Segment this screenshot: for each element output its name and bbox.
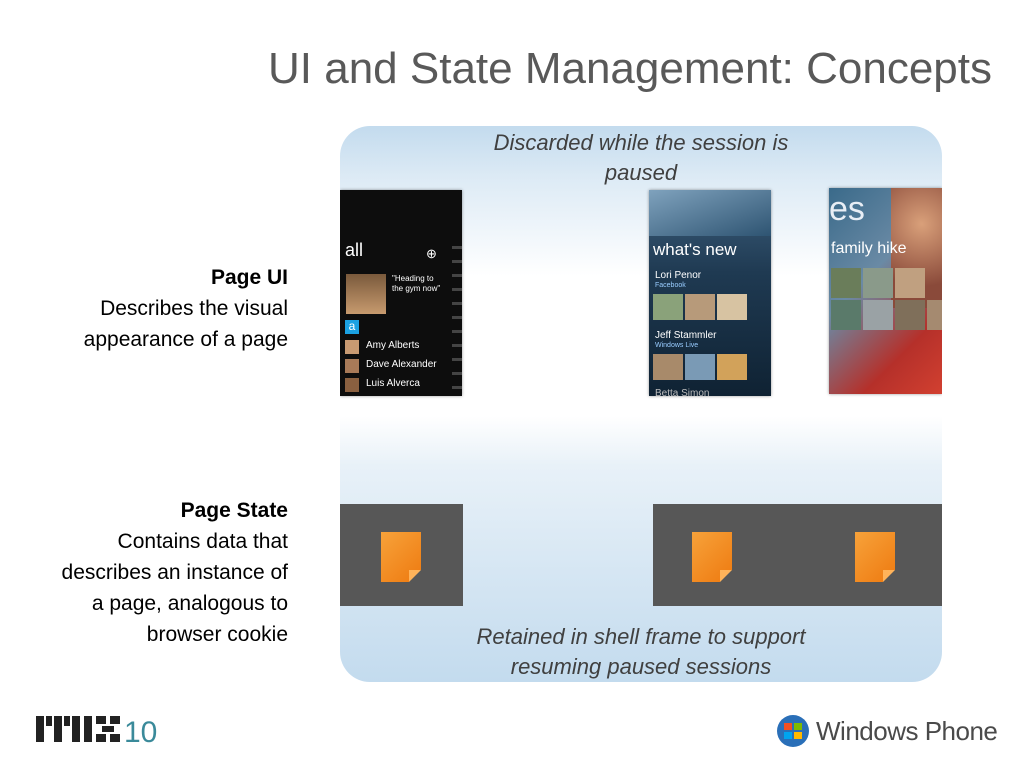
photo-tile (685, 354, 715, 380)
retained-caption-line: resuming paused sessions (510, 654, 772, 679)
phone-screenshot-people: all ⊕ "Heading to the gym now" a Amy Alb… (340, 190, 462, 396)
add-icon: ⊕ (426, 246, 437, 261)
page-ui-line: appearance of a page (83, 328, 288, 351)
feed-name: Lori Penor (655, 270, 702, 281)
photo-tile (927, 300, 942, 330)
page-state-line: browser cookie (146, 623, 288, 646)
photo-tile (863, 268, 893, 298)
avatar (345, 378, 359, 392)
page-state-line: Contains data that (117, 530, 288, 553)
phone-screenshot-pictures: es family hike (829, 188, 942, 394)
page-state-line: describes an instance of (61, 561, 288, 584)
session-diagram-panel: Discarded while the session is paused al… (340, 126, 942, 682)
whats-new-header: what's new (653, 240, 737, 259)
page-ui-heading: Page UI (210, 266, 288, 289)
page-state-document-icon (381, 532, 421, 582)
photo-tile (717, 354, 747, 380)
pictures-header: es (829, 190, 865, 228)
mix10-logo: 10 (34, 712, 184, 749)
feed-name-truncated: Betta Simon (655, 388, 710, 396)
discarded-caption: Discarded while the session is paused (340, 128, 942, 188)
photo-tile (717, 294, 747, 320)
photo-tile (831, 300, 861, 330)
photo-tile (653, 354, 683, 380)
photo-tile (863, 300, 893, 330)
phone-screenshot-whats-new: what's new Lori Penor Facebook Jeff Stam… (649, 190, 771, 396)
discarded-caption-line: paused (604, 160, 678, 185)
page-state-block (340, 504, 463, 606)
people-header: all (345, 240, 364, 260)
windows-phone-logo: Windows Phone (776, 714, 1006, 750)
retained-caption: Retained in shell frame to support resum… (340, 622, 942, 682)
status-quote: "Heading to (392, 274, 434, 283)
discarded-caption-line: Discarded while the session is (493, 130, 789, 155)
avatar (345, 359, 359, 373)
letter-tile: a (345, 320, 359, 334)
album-title: family hike (831, 240, 907, 257)
windows-phone-wordmark: Windows Phone (816, 716, 998, 746)
contact-name: Dave Alexander (366, 359, 437, 370)
photo-tile (685, 294, 715, 320)
page-ui-line: Describes the visual (100, 297, 288, 320)
mix-wordmark-icon: 10 (36, 716, 157, 749)
avatar (345, 340, 359, 354)
feed-name: Jeff Stammler (655, 330, 717, 341)
page-state-document-icon (855, 532, 895, 582)
photo-tile (895, 268, 925, 298)
retained-caption-line: Retained in shell frame to support (476, 624, 806, 649)
contact-name: Amy Alberts (366, 340, 420, 351)
status-quote: the gym now" (392, 284, 441, 293)
windows-flag-icon (777, 715, 809, 747)
page-state-description: Page State Contains data that describes … (62, 495, 288, 650)
photo-tile (831, 268, 861, 298)
page-state-line: a page, analogous to (91, 592, 288, 615)
slide-title: UI and State Management: Concepts (268, 44, 992, 93)
page-state-heading: Page State (180, 499, 288, 522)
mix-year-label: 10 (124, 716, 157, 748)
feed-source: Windows Live (655, 342, 699, 349)
feed-source: Facebook (655, 282, 686, 289)
photo-tile (895, 300, 925, 330)
page-ui-description: Page UI Describes the visual appearance … (84, 262, 288, 355)
next-column-preview (452, 246, 462, 396)
profile-photo (346, 274, 386, 314)
page-state-document-icon (692, 532, 732, 582)
page-state-block (653, 504, 942, 606)
water-background (649, 190, 771, 236)
contact-name: Luis Alverca (366, 378, 420, 389)
photo-tile (653, 294, 683, 320)
